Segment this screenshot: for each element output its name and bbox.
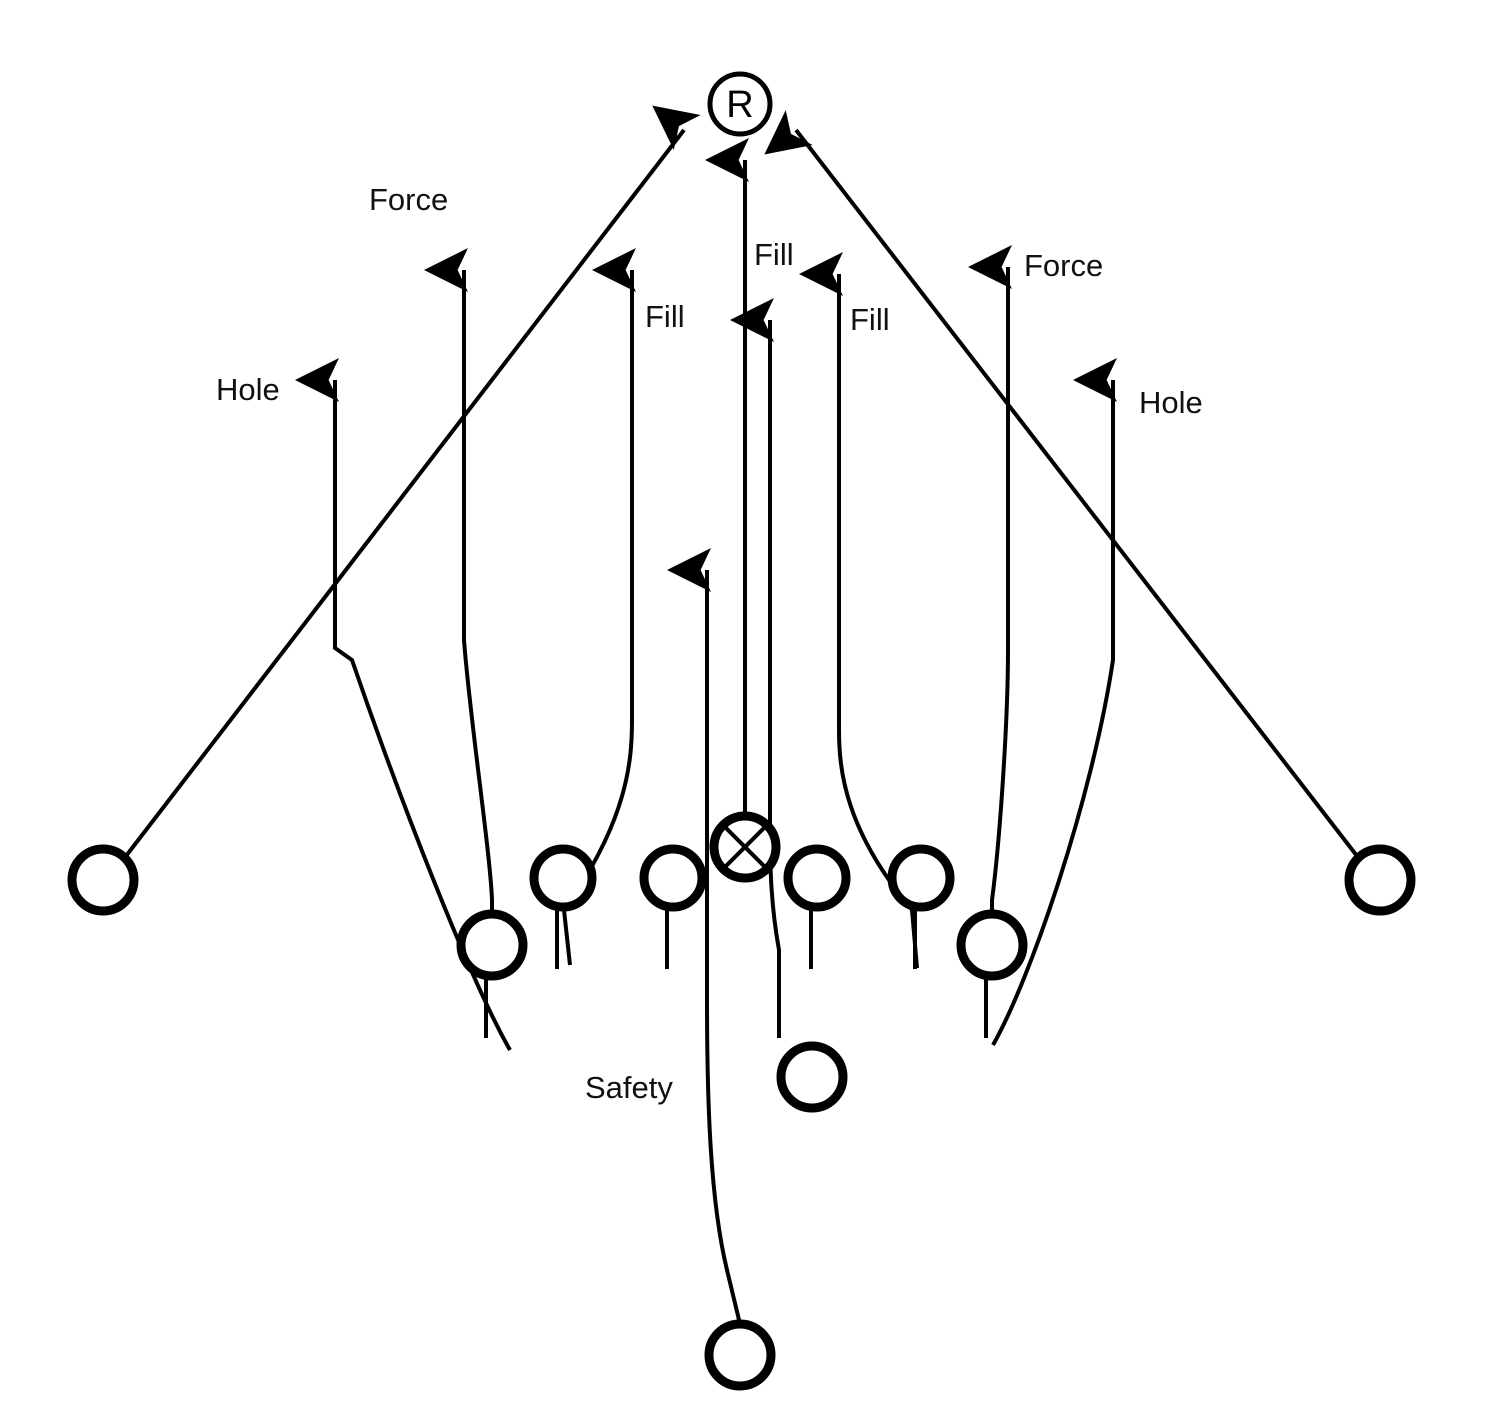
player-node[interactable] [704, 1319, 776, 1391]
player-node[interactable] [956, 909, 1028, 981]
assignment-label: Safety [585, 1070, 673, 1105]
player-node[interactable] [529, 844, 597, 912]
assignment-arrow [295, 358, 512, 1051]
player-nodes-layer [67, 844, 1416, 1391]
assignment-arrow [424, 248, 494, 914]
assignment-arrow [991, 358, 1117, 1046]
runner-node[interactable] [707, 71, 773, 137]
center-cross-stroke-b [721, 823, 769, 871]
assignment-arrow [667, 548, 742, 1325]
player-node[interactable] [639, 844, 707, 912]
assignment-label: Hole [1139, 385, 1203, 420]
assignment-arrow [730, 298, 781, 1038]
assignment-label: Force [1024, 248, 1103, 283]
edges-layer [124, 105, 1359, 1325]
assignment-label: Fill [754, 237, 794, 272]
assignment-label: Fill [850, 302, 890, 337]
assignment-label: Fill [645, 299, 685, 334]
center-node-layer [709, 811, 781, 883]
player-node[interactable] [67, 844, 139, 916]
player-node[interactable] [1344, 844, 1416, 916]
assignment-arrow [764, 110, 1359, 858]
assignment-label: Hole [216, 372, 280, 407]
player-node[interactable] [783, 844, 851, 912]
runner-node-layer: R [707, 71, 773, 137]
assignment-arrow [968, 245, 1012, 914]
player-node[interactable] [456, 909, 528, 981]
player-node[interactable] [776, 1041, 848, 1113]
assignment-arrow [124, 105, 701, 858]
player-node[interactable] [887, 844, 955, 912]
runner-node-label: R [726, 84, 753, 126]
assignment-label: Force [369, 182, 448, 217]
